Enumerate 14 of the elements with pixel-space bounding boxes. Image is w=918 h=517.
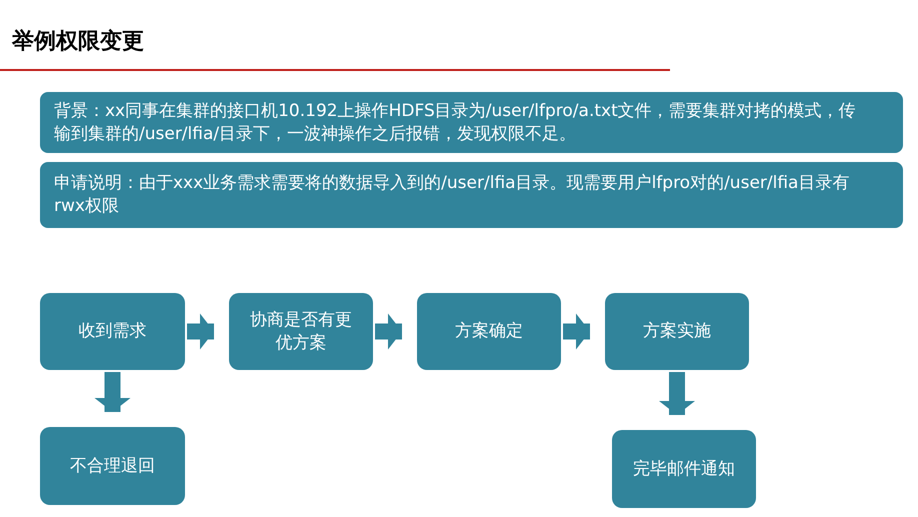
process-box: 收到需求 xyxy=(40,293,185,370)
process-box: 完毕邮件通知 xyxy=(612,430,756,508)
block-arrow xyxy=(375,314,402,350)
process-box: 方案确定 xyxy=(417,293,561,370)
block-arrow xyxy=(94,372,130,412)
block-arrow xyxy=(563,314,590,350)
title: 举例权限变更 xyxy=(12,28,144,56)
block-arrow xyxy=(187,314,214,350)
process-box: 协商是否有更优方案 xyxy=(229,293,373,370)
info-box: 申请说明：由于xxx业务需求需要将的数据导入到的/user/lfia目录。现需要用户lfpro对的/user/lfia目录有rwx权限 xyxy=(40,162,903,228)
process-box: 不合理退回 xyxy=(40,427,185,505)
info-box: 背景：xx同事在集群的接口机10.192上操作HDFS目录为/user/lfpro/a.txt文件，需要集群对拷的模式，传输到集群的/user/lfia/目录下，一波神操作之后报错，发现权限不足。 xyxy=(40,92,903,153)
process-box: 方案实施 xyxy=(605,293,749,370)
block-arrow xyxy=(659,372,695,415)
